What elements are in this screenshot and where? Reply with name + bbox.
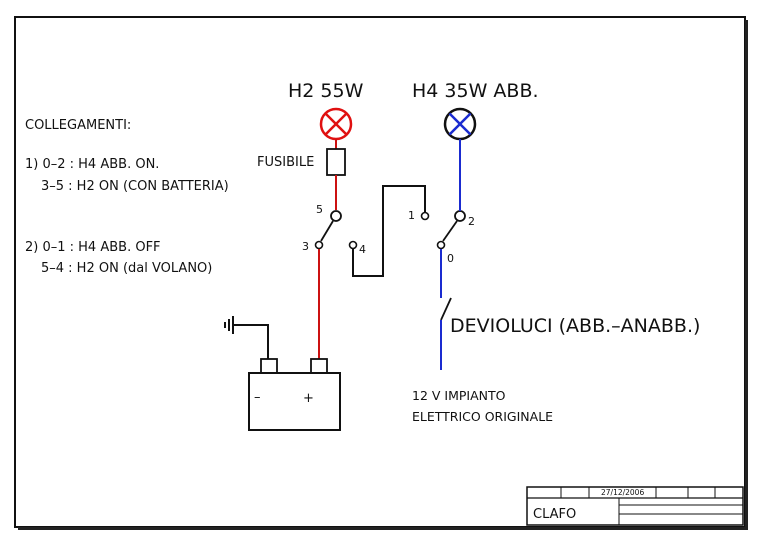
h2-switch-icon: [314, 210, 358, 250]
wire-terminal4-to-terminal1: [352, 185, 426, 277]
wire-ground: [233, 324, 269, 359]
battery-minus-label: –: [254, 390, 261, 405]
terminal-3-label: 3: [302, 240, 309, 253]
terminal-2-label: 2: [468, 215, 475, 228]
fuse-label: FUSIBILE: [257, 155, 314, 170]
switch-label: DEVIOLUCI (ABB.–ANABB.): [450, 315, 700, 337]
lamp-h2-label: H2 55W: [288, 80, 364, 102]
sheet-shadow-right: [745, 20, 748, 529]
fuse-icon: [326, 148, 346, 176]
system-label-line1: 12 V IMPIANTO: [412, 388, 506, 403]
h4-switch-icon: [420, 210, 466, 250]
note-item1-line1: 1) 0–2 : H4 ABB. ON.: [25, 157, 159, 172]
title-block: [526, 486, 744, 526]
note-item2-line2: 5–4 : H2 ON (dal VOLANO): [41, 261, 212, 276]
note-item2-line1: 2) 0–1 : H4 ABB. OFF: [25, 240, 161, 255]
title-block-date: 27/12/2006: [601, 488, 644, 497]
deviolucci-switch-blade: [440, 297, 452, 321]
battery-plus-label: +: [303, 391, 314, 406]
note-item1-line2: 3–5 : H2 ON (CON BATTERIA): [41, 179, 229, 194]
lamp-h4-label: H4 35W ABB.: [412, 80, 539, 102]
lamp-h4-icon: [443, 107, 477, 141]
sheet-shadow-bottom: [18, 527, 748, 530]
terminal-5-label: 5: [316, 203, 323, 216]
lamp-h2-icon: [319, 107, 353, 141]
terminal-4-label: 4: [359, 243, 366, 256]
battery-icon: [248, 358, 341, 431]
title-block-author: CLAFO: [533, 507, 576, 522]
terminal-0-label: 0: [447, 252, 454, 265]
notes-title: COLLEGAMENTI:: [25, 118, 131, 133]
system-label-line2: ELETTRICO ORIGINALE: [412, 409, 553, 424]
terminal-1-label: 1: [408, 209, 415, 222]
ground-icon: [224, 316, 234, 334]
